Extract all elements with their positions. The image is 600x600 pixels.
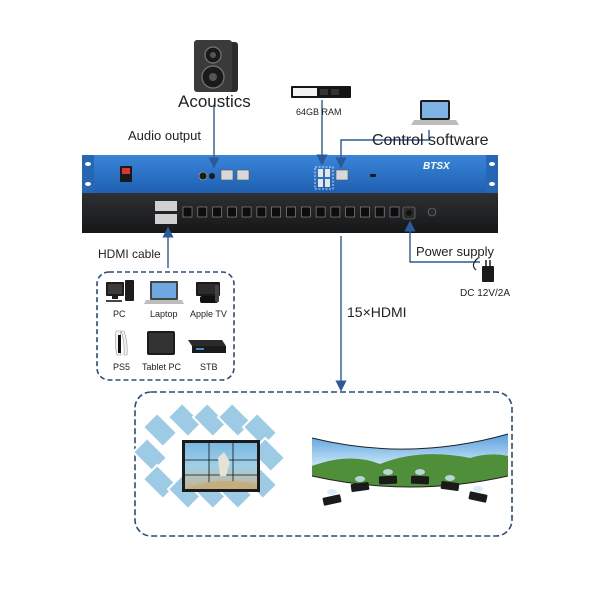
control-software-label: Control software	[372, 132, 489, 149]
projector-icon	[440, 480, 460, 492]
ram-label: 64GB RAM	[296, 107, 342, 117]
projector-beam	[445, 475, 455, 481]
hdmi-port	[300, 206, 311, 218]
hdmi-port	[212, 206, 222, 218]
video-wall-tile	[241, 411, 279, 449]
hdmi-port	[345, 206, 355, 218]
hdmi-port	[227, 206, 237, 218]
dc-rating-label: DC 12V/2A	[460, 288, 511, 299]
projector-beam	[327, 489, 337, 495]
desktop-pc-icon	[106, 280, 134, 302]
ram-module-icon	[291, 86, 351, 98]
curved-display-wall	[311, 433, 509, 506]
projector-icon	[410, 475, 430, 485]
source-label-stb: STB	[200, 362, 218, 372]
source-label-apple-tv: Apple TV	[190, 309, 227, 319]
hdmi-port	[286, 206, 296, 218]
projector-icon	[378, 475, 398, 485]
video-wall-tile	[131, 436, 169, 474]
source-label-tablet: Tablet PC	[142, 362, 182, 372]
sources-group-border	[96, 271, 235, 381]
video-wall-tile	[166, 401, 204, 439]
hdmi-port	[389, 206, 400, 218]
matrix-device	[82, 155, 498, 193]
set-top-box-icon	[188, 340, 226, 353]
speaker-icon	[194, 40, 238, 92]
control-laptop-icon	[411, 100, 459, 125]
hdmi-port	[197, 206, 208, 218]
tablet-icon	[147, 331, 175, 355]
source-label-ps5: PS5	[113, 362, 131, 372]
video-wall-display	[131, 401, 287, 511]
laptop-icon	[144, 281, 184, 304]
hdmi-port-panel	[82, 193, 498, 233]
hdmi-port	[330, 206, 341, 218]
hdmi-port	[360, 206, 370, 218]
hdmi-count-label: 15×HDMI	[347, 304, 407, 320]
hdmi-port	[271, 206, 282, 218]
hdmi-port	[256, 206, 267, 218]
connector-lines	[162, 100, 480, 392]
power-adapter-icon	[472, 257, 494, 282]
brand-logo: BTSX	[423, 161, 450, 172]
projector-beam	[355, 476, 365, 482]
source-label-laptop: Laptop	[150, 309, 178, 319]
projector-icon	[350, 481, 370, 493]
projector-beam	[473, 486, 483, 492]
source-label-pc: PC	[113, 309, 126, 319]
audio-output-label: Audio output	[128, 128, 202, 143]
hdmi-port	[374, 206, 385, 218]
hdmi-port	[182, 206, 193, 218]
projector-beam	[383, 469, 393, 475]
video-wall-tile	[191, 401, 229, 439]
projector-icon	[468, 491, 488, 503]
displays-group-border	[134, 391, 513, 537]
video-wall-tile	[141, 411, 179, 449]
hdmi-cable-label: HDMI cable	[98, 247, 161, 261]
projector-beam	[415, 469, 425, 475]
hdmi-port	[315, 206, 326, 218]
projector-icon	[322, 494, 342, 506]
hdmi-port	[241, 206, 252, 218]
acoustics-label: Acoustics	[178, 92, 251, 111]
power-supply-label: Power supply	[416, 244, 495, 259]
ps5-icon	[114, 330, 128, 356]
apple-tv-icon	[196, 282, 220, 303]
